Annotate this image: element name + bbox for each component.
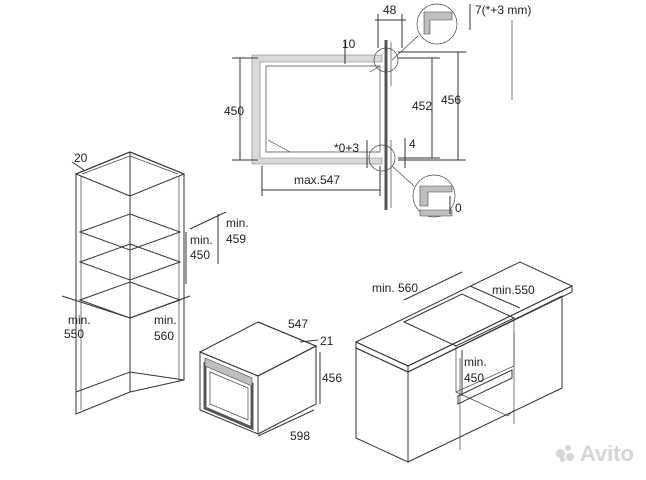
cabinet-body-right	[407, 295, 563, 463]
dim-21-label: 21	[320, 334, 334, 348]
dim-line-547	[257, 321, 317, 347]
dim-4-label: 4	[409, 137, 416, 151]
countertop-cutout	[402, 293, 516, 347]
dim-min560-b: 560	[154, 329, 174, 343]
cabinet-body-front	[355, 347, 409, 463]
dim-line-550	[61, 295, 131, 319]
oven-side	[257, 345, 317, 435]
tall-cabinet-view: 20 min. 459 min. 450 min. 550 min. 560	[61, 151, 249, 415]
dim-min450-base-a: min.	[464, 355, 487, 369]
dim-547-label: 547	[288, 317, 308, 331]
dim-min560-base-label: min. 560	[372, 281, 418, 295]
tall-cabinet-top-inner	[81, 155, 179, 175]
countertop-side	[407, 285, 573, 373]
dim-min550-b: 550	[64, 327, 84, 341]
detail-zoom-top-fill	[423, 11, 453, 35]
oven-view: 547 21 456 598	[198, 317, 342, 443]
dim-min560-a: min.	[154, 313, 177, 327]
detail-zoom-top	[416, 3, 458, 45]
dim-456-label-oven: 456	[322, 371, 342, 385]
dim-line-20	[71, 161, 85, 171]
tall-cabinet-side-panel	[80, 176, 180, 410]
oven-outline	[265, 65, 381, 153]
dim-line-21	[299, 339, 319, 343]
dim-450-label: 450	[224, 104, 244, 118]
cabinet-niche-floor	[455, 391, 515, 417]
dim-line-min550-base	[469, 285, 521, 309]
dim-0-label: 0	[455, 201, 462, 215]
dim-48-label: 48	[383, 3, 397, 17]
dim-0-3-label: *0+3	[334, 141, 359, 155]
detail-marker-top	[373, 47, 399, 73]
detail-zoom-bottom-fill	[419, 185, 453, 207]
dim-456-label: 456	[441, 93, 461, 107]
avito-watermark: Avito	[555, 441, 634, 467]
dim-max547-label: max.547	[294, 173, 340, 187]
dim-min550-a: min.	[68, 313, 91, 327]
detail-leader-bottom	[391, 165, 415, 187]
dim-10-label: 10	[342, 37, 356, 51]
dim-598-label: 598	[290, 429, 310, 443]
cabinet-door-line	[459, 332, 515, 450]
dim-min450-base-b: 450	[464, 371, 484, 385]
cross-section-view: 48 7(*+3 mm) 10 450 452 456 *0+3 4 max.5…	[224, 3, 531, 218]
oven-window	[209, 371, 249, 421]
dim-452-label: 452	[412, 99, 432, 113]
avito-logo-icon	[555, 445, 576, 463]
dim-line-598	[257, 409, 315, 437]
cabinet-wall-section	[251, 54, 383, 165]
oven-control-panel	[204, 357, 253, 387]
dim-line-560	[129, 295, 191, 319]
dim-min450-b: 450	[190, 248, 210, 262]
dim-min459-a: min.	[226, 216, 249, 230]
dim-line-min560-base	[403, 271, 463, 301]
cabinet-drawer	[457, 369, 513, 405]
detail-marker-bottom	[368, 144, 396, 172]
dim-min459-b: 459	[226, 232, 246, 246]
tall-cabinet-shelf-upper	[78, 213, 182, 251]
base-cabinet-view: min. 560 min.550 min. 450	[354, 261, 574, 463]
dim-20-label: 20	[74, 151, 88, 165]
tall-cabinet-base	[75, 371, 185, 393]
dim-min450-a: min.	[190, 233, 213, 247]
dim-min550-base-label: min.550	[492, 283, 535, 297]
dim-7-label: 7(*+3 mm)	[475, 3, 531, 17]
countertop-front	[355, 341, 409, 373]
avito-wordmark: Avito	[579, 441, 634, 466]
countertop-top	[354, 261, 574, 367]
ext-line-459	[189, 211, 227, 230]
tall-cabinet-side	[129, 151, 185, 393]
detail-leader-top	[391, 35, 419, 61]
detail-zoom-bottom-fill2	[419, 209, 453, 217]
tall-cabinet-top	[74, 151, 186, 197]
tall-cabinet-shelf-mid	[78, 243, 182, 281]
oven-door-line	[267, 65, 381, 153]
detail-zoom-bottom	[412, 174, 456, 218]
